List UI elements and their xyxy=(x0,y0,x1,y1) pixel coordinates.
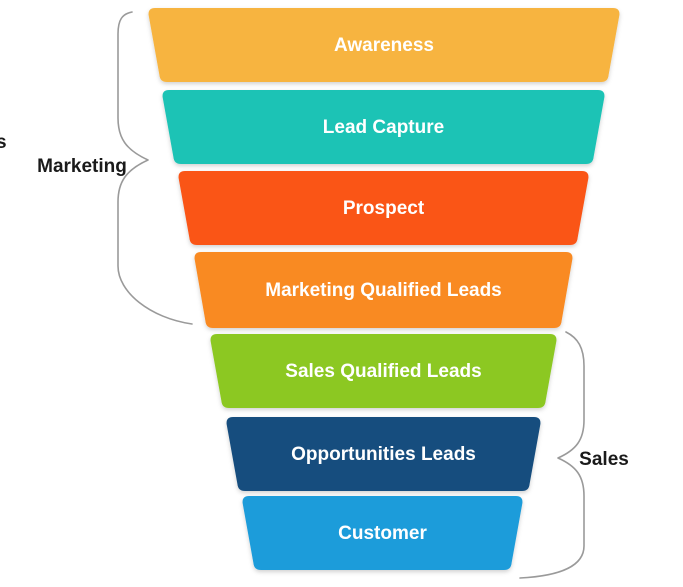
stage-awareness: Awareness xyxy=(148,8,620,82)
stage-lead-capture-band xyxy=(162,90,605,164)
sales-group-label: Sales xyxy=(579,449,629,470)
stage-sales-qualified-leads: Sales Qualified Leads xyxy=(210,334,557,408)
stage-opportunities-leads-label: Opportunities Leads xyxy=(291,444,476,465)
stage-customer-label: Customer xyxy=(338,523,427,544)
stage-prospect: Prospect xyxy=(178,171,589,245)
stage-awareness-label: Awareness xyxy=(334,35,434,56)
stage-marketing-qualified-leads: Marketing Qualified Leads xyxy=(194,252,573,328)
stage-lead-capture-label: Lead Capture xyxy=(323,117,444,138)
marketing-group-label: Marketing xyxy=(37,156,127,177)
stage-prospect-label: Prospect xyxy=(343,198,425,219)
stage-customer: Customer xyxy=(242,496,523,570)
cropped-edge-glyph: s xyxy=(0,132,7,153)
stage-awareness-band xyxy=(148,8,620,82)
marketing-brace xyxy=(117,11,193,325)
sales-brace xyxy=(519,331,585,579)
stage-lead-capture: Lead Capture xyxy=(162,90,605,164)
stage-marketing-qualified-leads-label: Marketing Qualified Leads xyxy=(265,280,502,301)
stage-opportunities-leads-band xyxy=(226,417,541,491)
stage-prospect-band xyxy=(178,171,589,245)
funnel-stages: Awareness Lead Capture Prospect Marketin… xyxy=(148,8,620,570)
stage-sales-qualified-leads-band xyxy=(210,334,557,408)
stage-customer-band xyxy=(242,496,523,570)
stage-sales-qualified-leads-label: Sales Qualified Leads xyxy=(285,361,481,382)
stage-marketing-qualified-leads-band xyxy=(194,252,573,328)
stage-opportunities-leads: Opportunities Leads xyxy=(226,417,541,491)
